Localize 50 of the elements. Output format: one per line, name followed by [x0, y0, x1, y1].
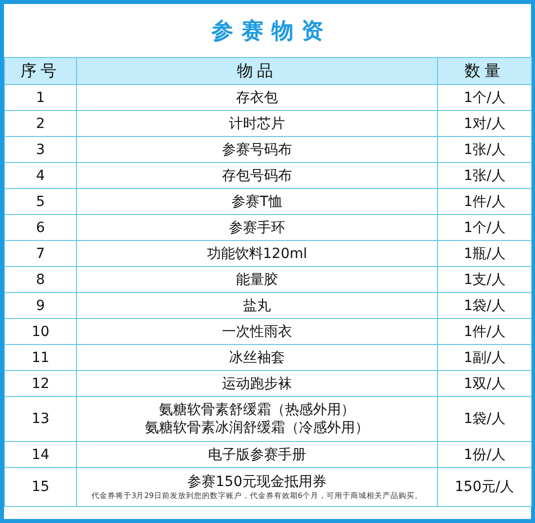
item-name: 参赛号码布 [222, 142, 292, 158]
item-name: 运动跑步袜 [222, 376, 292, 392]
item-name: 电子版参赛手册 [208, 446, 306, 462]
row-number: 7 [36, 246, 45, 262]
row-number: 13 [32, 411, 50, 427]
row-number: 8 [36, 272, 45, 288]
row-number: 11 [32, 350, 50, 366]
item-name: 氨糖软骨素舒缓霜（热感外用） [158, 401, 356, 419]
quantity: 1个/人 [464, 90, 506, 106]
item-name: 计时芯片 [229, 116, 285, 132]
row-number: 9 [36, 298, 45, 314]
item-name: 存包号码布 [222, 168, 292, 184]
quantity: 1张/人 [464, 168, 506, 184]
item-name: 氨糖软骨素冰润舒缓霜（冷感外用） [144, 419, 370, 437]
item-name: 功能饮料120ml [206, 246, 308, 262]
item-name: 盐丸 [243, 298, 271, 314]
quantity: 1张/人 [464, 142, 506, 158]
quantity: 1件/人 [464, 324, 506, 340]
item-name: 能量胶 [236, 272, 278, 288]
quantity: 1袋/人 [464, 298, 506, 314]
row-number: 4 [36, 168, 45, 184]
item-name: 参赛150元现金抵用券 [186, 473, 328, 491]
item-name: 冰丝袖套 [229, 350, 285, 366]
row-number: 1 [36, 90, 45, 106]
row-number: 12 [32, 376, 50, 392]
item-name: 一次性雨衣 [222, 324, 292, 340]
quantity: 1支/人 [464, 272, 506, 288]
quantity: 1双/人 [464, 376, 506, 392]
row-number: 3 [36, 142, 45, 158]
row-number: 10 [32, 324, 50, 340]
quantity: 1瓶/人 [464, 246, 506, 262]
item-name: 参赛手环 [229, 220, 285, 236]
row-number: 2 [36, 116, 45, 132]
item-name: 参赛T恤 [232, 194, 282, 210]
table-title: 参赛物资 [210, 18, 332, 46]
item-name: 存衣包 [236, 90, 278, 106]
quantity: 1袋/人 [464, 411, 506, 427]
column-header: 数量 [464, 60, 504, 80]
row-number: 15 [32, 479, 50, 495]
column-header: 物品 [237, 60, 277, 80]
column-header: 序号 [20, 60, 60, 80]
quantity: 1对/人 [464, 116, 506, 132]
quantity: 150元/人 [454, 479, 514, 495]
quantity: 1副/人 [464, 350, 506, 366]
quantity: 1件/人 [464, 194, 506, 210]
quantity: 1份/人 [464, 446, 506, 462]
row-number: 5 [36, 194, 45, 210]
row-number: 14 [32, 446, 50, 462]
row-number: 6 [36, 220, 45, 236]
quantity: 1个/人 [464, 220, 506, 236]
